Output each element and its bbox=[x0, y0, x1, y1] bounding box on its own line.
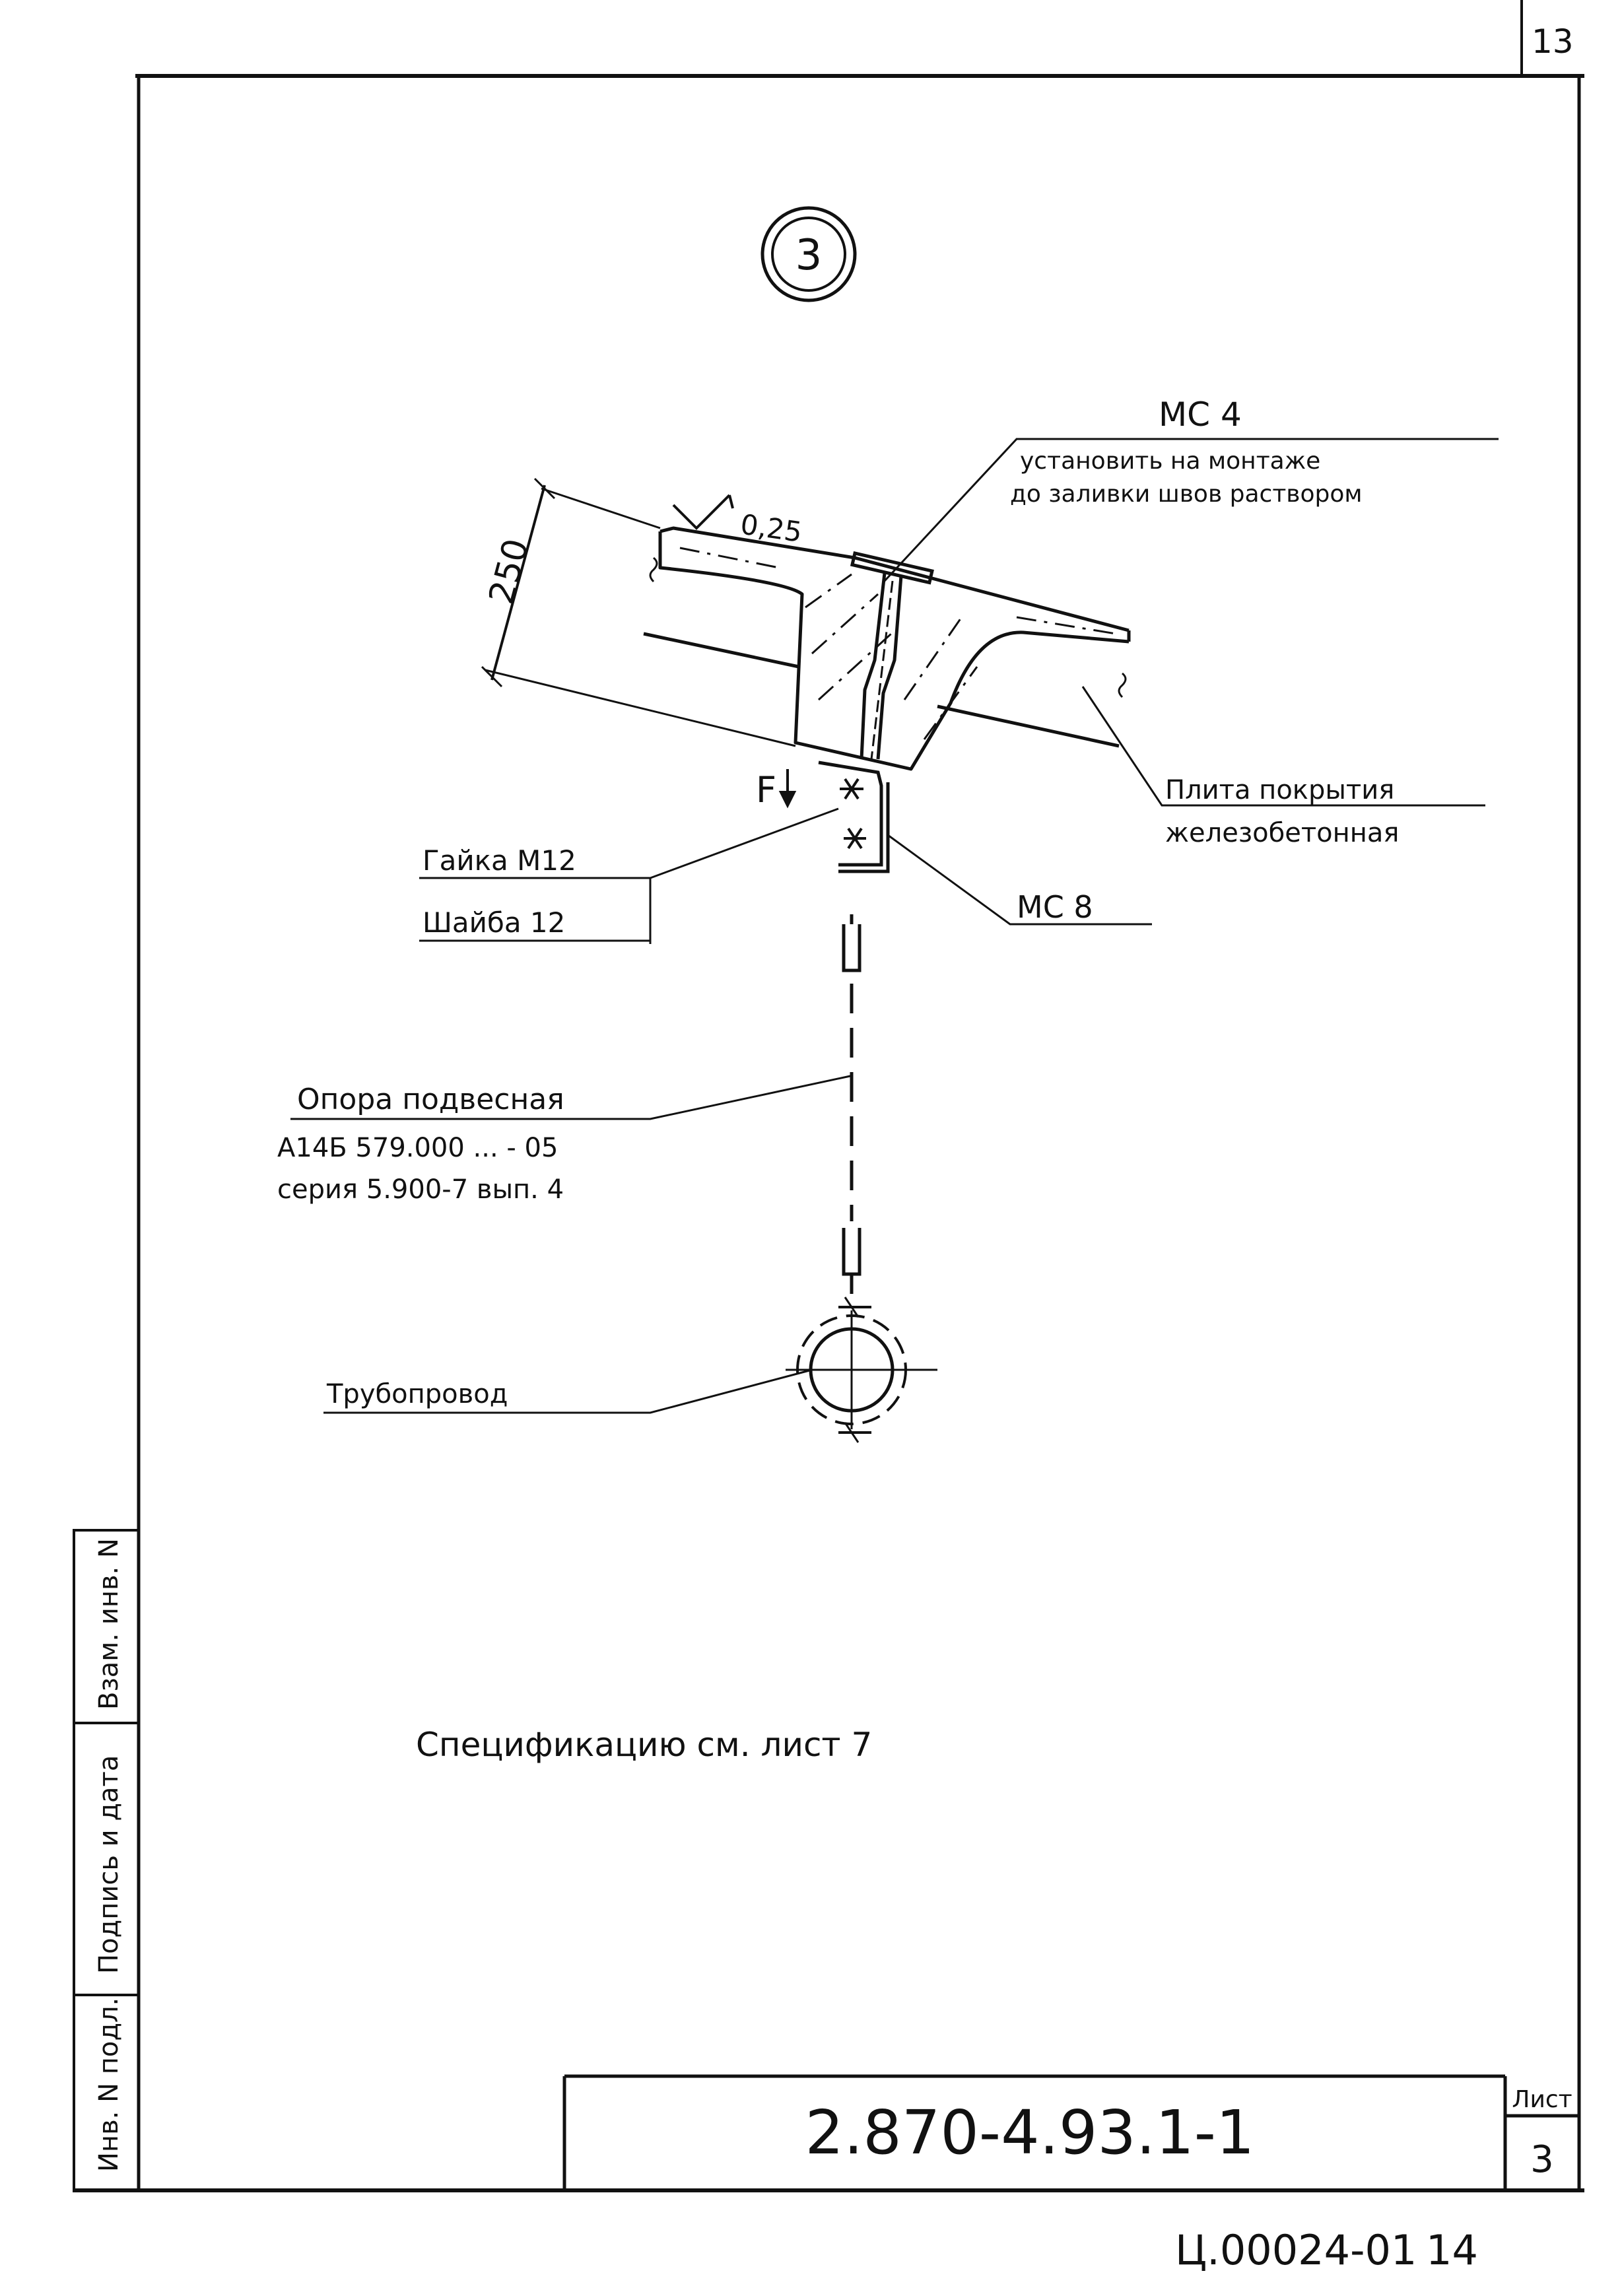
dimension-250 bbox=[481, 477, 796, 747]
archive-code: Ц.00024-01 bbox=[1175, 2226, 1417, 2274]
washer-label: Шайба 12 bbox=[422, 906, 565, 939]
dimension-250-label: 250 bbox=[482, 535, 537, 608]
sheet-label: Лист bbox=[1512, 2086, 1572, 2113]
mc4-label: МС 4 bbox=[1159, 395, 1242, 434]
archive-page: 14 bbox=[1426, 2226, 1478, 2274]
slab-hatch bbox=[679, 547, 1116, 740]
document-code: 2.870-4.93.1-1 bbox=[805, 2097, 1255, 2168]
leader-lines bbox=[290, 438, 1499, 1414]
mc4-note-line-1: установить на монтаже bbox=[1020, 448, 1320, 475]
force-label: F bbox=[756, 769, 776, 811]
detail-marker bbox=[760, 206, 857, 302]
side-stamp bbox=[73, 1529, 140, 2192]
corner-number: 13 bbox=[1532, 22, 1574, 61]
title-block bbox=[562, 2074, 1579, 2190]
force-arrow bbox=[778, 769, 797, 809]
sheet-number: 3 bbox=[1530, 2138, 1554, 2181]
slab-label-line-1: Плита покрытия bbox=[1165, 775, 1394, 805]
annotations: МС 4 установить на монтаже до заливки шв… bbox=[277, 395, 1400, 1764]
stamp-inv-podl: Инв. N подл. bbox=[94, 1998, 124, 2172]
mc4-note-line-2: до заливки швов раствором bbox=[1010, 481, 1363, 508]
mc8-label: МС 8 bbox=[1017, 889, 1093, 925]
roughness-label: 0,25 bbox=[739, 508, 804, 549]
hanger-rod bbox=[842, 914, 862, 1294]
slab-label-line-2: железобетонная bbox=[1165, 818, 1400, 848]
pipeline-label: Трубопровод bbox=[326, 1379, 508, 1409]
nut-label: Гайка М12 bbox=[422, 844, 576, 877]
nut-m12 bbox=[840, 778, 866, 850]
support-label-line-2: А14Б 579.000 ... - 05 bbox=[277, 1133, 558, 1163]
mc8-bracket bbox=[818, 760, 890, 873]
specification-note: Спецификацию см. лист 7 bbox=[416, 1726, 872, 1764]
stamp-vzam-inv: Взам. инв. N bbox=[94, 1538, 124, 1710]
stamp-podpis-data: Подпись и дата bbox=[94, 1755, 124, 1974]
support-label-line-1: Опора подвесная bbox=[297, 1083, 564, 1116]
mc4-embedded-part bbox=[850, 551, 934, 760]
detail-number: 3 bbox=[795, 231, 823, 280]
roughness-mark bbox=[672, 494, 734, 530]
roof-slab bbox=[643, 526, 1131, 771]
support-label-line-3: серия 5.900-7 вып. 4 bbox=[277, 1174, 564, 1205]
